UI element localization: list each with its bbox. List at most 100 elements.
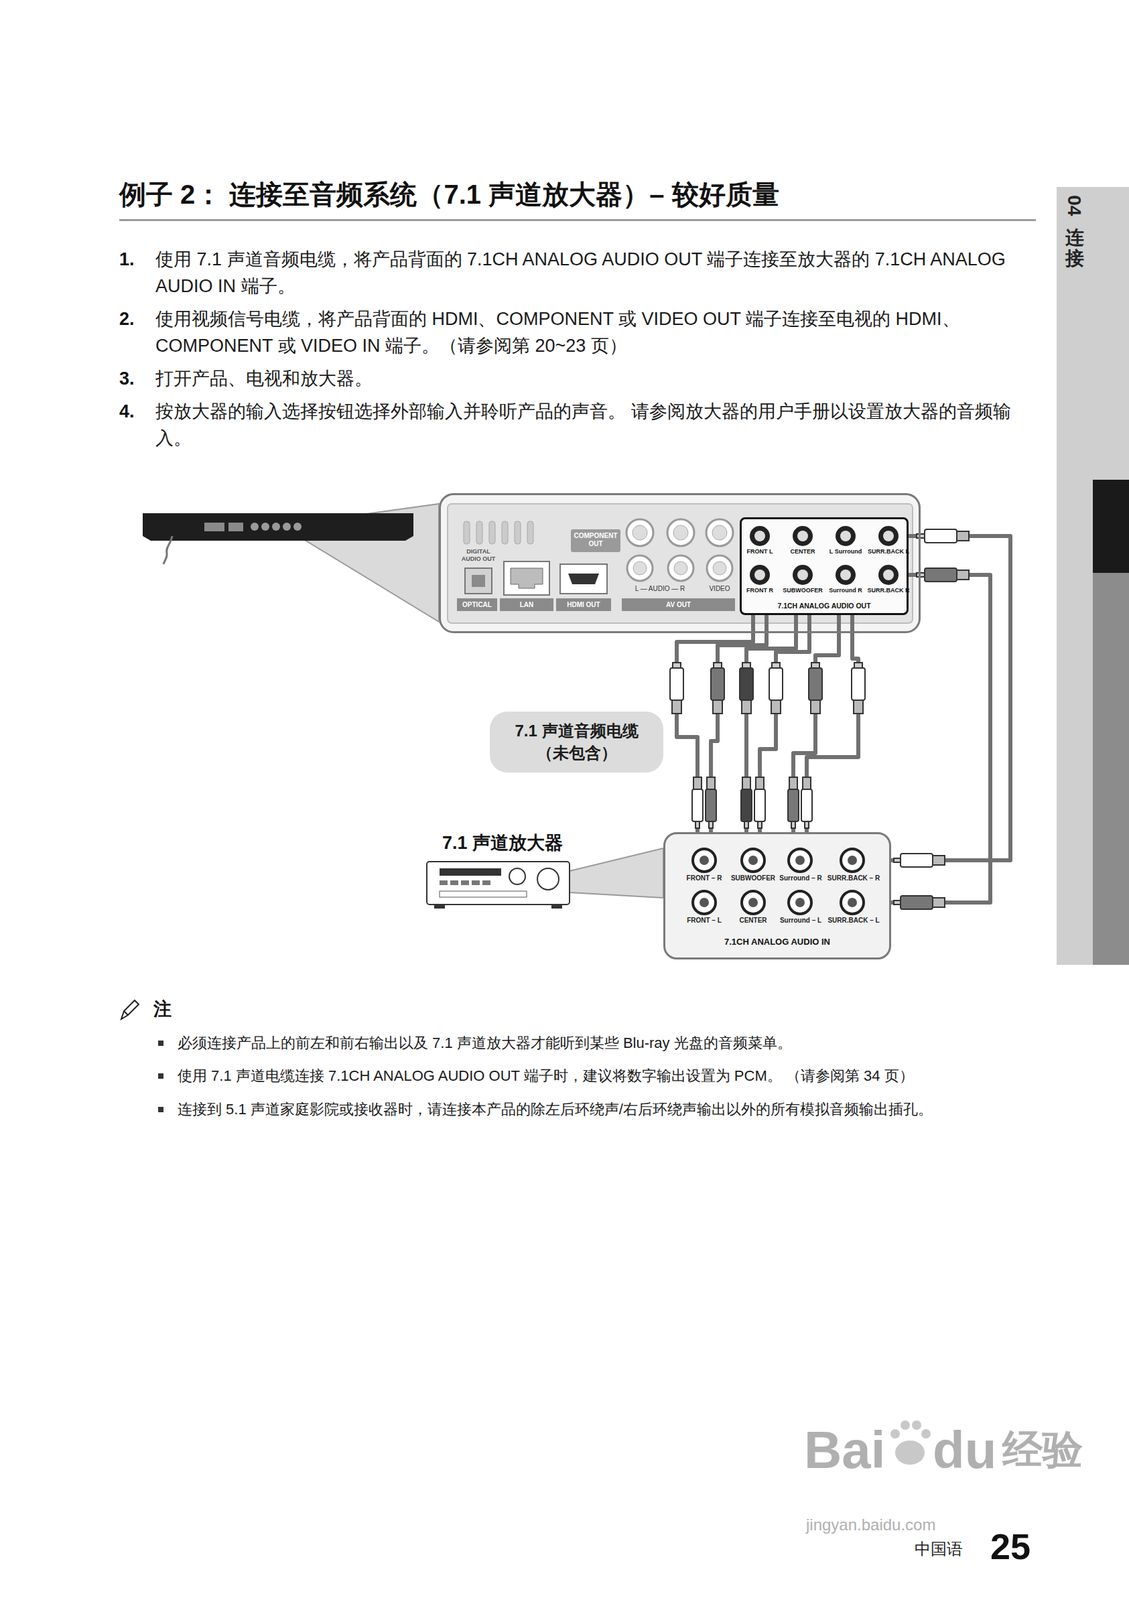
analog-block-fill: [739, 517, 909, 616]
rca-jack: [748, 897, 758, 908]
player-jack: [282, 522, 291, 531]
watermark-paw: [890, 1420, 931, 1465]
plug-body: [801, 789, 813, 822]
rca-jack: [840, 530, 851, 542]
optical-port-hole: [471, 574, 486, 587]
hdmi-socket: [568, 573, 600, 585]
plug-tip: [854, 662, 863, 669]
chapter-tab: [1092, 572, 1129, 965]
port-label: HDMI OUT: [556, 601, 612, 610]
plug-tip: [893, 858, 901, 863]
player-jack: [261, 522, 270, 531]
plug-body: [754, 789, 766, 822]
port-label: L — AUDIO — R: [626, 584, 694, 593]
amp-foot: [551, 904, 563, 909]
rca-jack: [699, 897, 709, 908]
rca-jack: [706, 519, 734, 547]
port-label: 7.1CH ANALOG AUDIO IN: [666, 936, 889, 948]
callout-text: 7.1 声道音频电缆 （未包含）: [507, 720, 646, 764]
plug-collar: [741, 700, 752, 714]
port-label: SUBWOOFER: [781, 586, 825, 595]
rca-jack: [748, 855, 758, 866]
watermark: Bai: [804, 1419, 886, 1483]
rca-jack: [797, 569, 809, 581]
plug-collar: [802, 777, 811, 790]
label-band: [556, 598, 612, 612]
step-text: 按放大器的输入选择按钮选择外部输入并聆听产品的声音。 请参阅放大器的用户手册以设…: [155, 398, 1027, 453]
audio-cable: [806, 615, 859, 833]
amp-strip: [439, 891, 527, 898]
plug-tip: [771, 662, 780, 669]
amp-knob: [509, 868, 526, 885]
plug-tip: [811, 662, 820, 669]
plug-body: [710, 668, 725, 701]
amp-input-panel: FRONT – RSUBWOOFERSurround – RSURR.BACK …: [663, 832, 892, 960]
amplifier-illustration: [426, 861, 570, 909]
plug-collar: [932, 855, 945, 866]
rca-jack: [741, 848, 765, 872]
port-label: Surround – L: [777, 916, 825, 925]
step-number: 3.: [119, 365, 135, 393]
plug-tip: [916, 572, 925, 577]
amp-button: [450, 880, 459, 886]
plug-collar: [956, 531, 969, 541]
page-title: 例子 2： 连接至音频系统（7.1 声道放大器）– 较好质量: [119, 178, 780, 211]
step-text: 使用 7.1 声道音频电缆，将产品背面的 7.1CH ANALOG AUDIO …: [155, 246, 1027, 301]
port-label: VIDEO: [702, 584, 737, 593]
panel-fill: [438, 493, 921, 634]
title-rule: [119, 219, 1036, 222]
player-jack: [293, 522, 302, 531]
plug-collar: [789, 777, 798, 790]
rca-jack: [754, 569, 766, 581]
footer-language: 中国语: [914, 1539, 963, 1560]
plug-tip: [708, 821, 713, 829]
rear-plate: [447, 503, 913, 624]
label-band: [456, 598, 498, 612]
port-label: 7.1CH ANALOG AUDIO OUT: [742, 601, 906, 611]
port-label: DIGITAL AUDIO OUT: [458, 548, 499, 563]
step-number: 2.: [119, 306, 135, 334]
rca-jack: [835, 564, 856, 585]
port-label: CENTER: [781, 548, 825, 556]
plug-tip: [672, 662, 681, 669]
chapter-tab: [1092, 186, 1129, 480]
rca-jack: [788, 848, 812, 872]
step-text: 使用视频信号电缆，将产品背面的 HDMI、COMPONENT 或 VIDEO O…: [155, 306, 1027, 360]
zoom-wedge: [569, 848, 664, 898]
audio-cable: [891, 536, 1011, 861]
plug-tip: [804, 821, 809, 829]
note-text: 使用 7.1 声道电缆连接 7.1CH ANALOG AUDIO OUT 端子时…: [177, 1066, 1042, 1087]
paw-pad: [895, 1440, 925, 1465]
chapter-number: 04: [1063, 194, 1087, 216]
rca-jack: [749, 564, 770, 585]
watermark: du: [932, 1419, 997, 1483]
port-label: SURR.BACK – R: [825, 874, 882, 883]
plug-body: [851, 668, 866, 701]
analog-out-jacks: [749, 525, 899, 585]
rca-jack: [667, 519, 695, 547]
plug-tip: [713, 662, 722, 669]
player-jack: [250, 522, 259, 531]
amp-button: [482, 880, 491, 886]
paw-toe: [921, 1429, 931, 1439]
page-number: 25: [990, 1524, 1031, 1569]
port-label: FRONT R: [739, 586, 782, 595]
vent-slot: [514, 521, 521, 545]
note-icon: [121, 1000, 139, 1020]
paw-toe: [900, 1420, 910, 1430]
bullet: [158, 1073, 164, 1079]
port-label: AV OUT: [621, 601, 736, 610]
plug-body: [787, 789, 799, 822]
cable-callout: 7.1 声道音频电缆 （未包含）: [489, 711, 664, 773]
av-jacks: [626, 519, 734, 581]
port-label: LAN: [499, 601, 554, 610]
note-text: 必须连接产品上的前左和前右输出以及 7.1 声道放大器才能听到某些 Blu-ra…: [177, 1033, 1042, 1054]
port-label: SURR.BACK L: [867, 548, 910, 556]
amp-button: [471, 880, 480, 886]
rca-jack: [883, 530, 894, 542]
port-label: CENTER: [728, 916, 778, 925]
rca-jack: [795, 897, 805, 908]
